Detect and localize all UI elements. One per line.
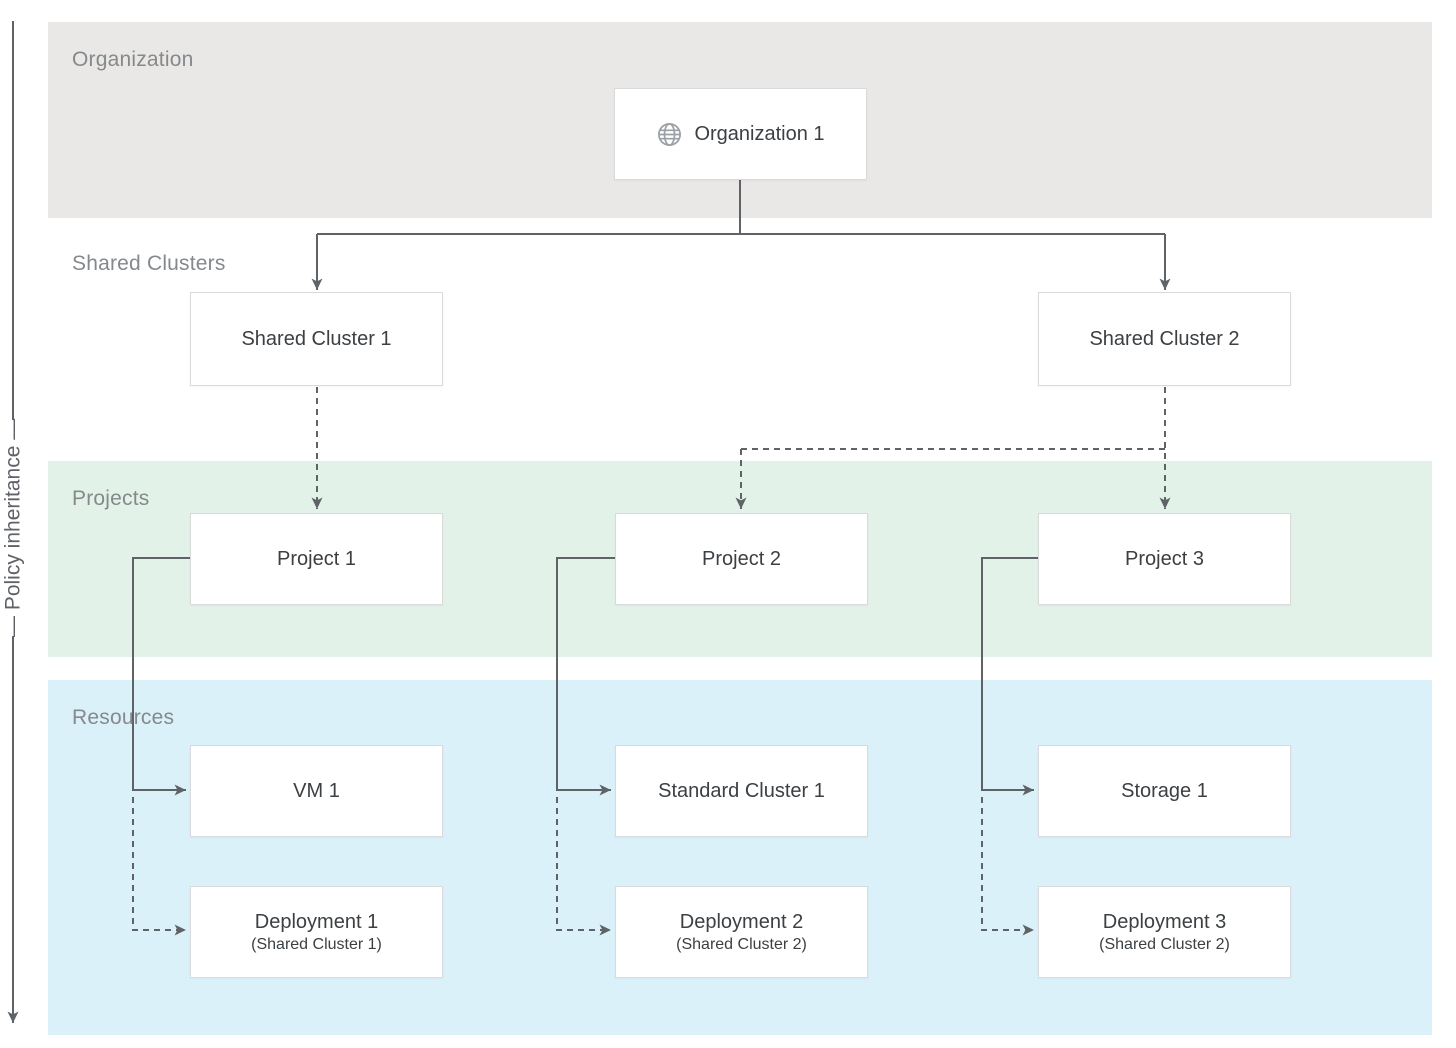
node-label: Deployment 2: [679, 911, 804, 933]
node-label: Deployment 3: [1102, 911, 1227, 933]
node-deployment-2: Deployment 2 (Shared Cluster 2): [615, 886, 868, 978]
node-label: Shared Cluster 2: [1089, 328, 1240, 350]
node-label: Project 3: [1125, 548, 1204, 570]
node-label: Organization 1: [694, 123, 825, 145]
node-vm-1: VM 1: [190, 745, 443, 837]
zone-resources-band: [48, 680, 1432, 1035]
node-label: Deployment 1: [254, 911, 379, 933]
node-shared-cluster-1: Shared Cluster 1: [190, 292, 443, 386]
node-project-2: Project 2: [615, 513, 868, 605]
policy-inheritance-label: — Policy inheritance —: [1, 418, 25, 638]
node-organization-1: Organization 1: [614, 88, 867, 180]
node-shared-cluster-2: Shared Cluster 2: [1038, 292, 1291, 386]
node-standard-cluster-1: Standard Cluster 1: [615, 745, 868, 837]
node-label: Standard Cluster 1: [658, 780, 825, 802]
node-sublabel: (Shared Cluster 1): [251, 936, 382, 953]
node-storage-1: Storage 1: [1038, 745, 1291, 837]
globe-icon: [656, 121, 683, 148]
node-label: VM 1: [293, 780, 340, 802]
node-project-3: Project 3: [1038, 513, 1291, 605]
node-label: Storage 1: [1121, 780, 1208, 802]
zone-label-organization: Organization: [72, 48, 194, 71]
zone-label-shared-clusters: Shared Clusters: [72, 252, 226, 275]
node-sublabel: (Shared Cluster 2): [676, 936, 807, 953]
zone-label-resources: Resources: [72, 706, 175, 729]
node-label: Project 1: [277, 548, 356, 570]
node-sublabel: (Shared Cluster 2): [1099, 936, 1230, 953]
node-deployment-3: Deployment 3 (Shared Cluster 2): [1038, 886, 1291, 978]
node-deployment-1: Deployment 1 (Shared Cluster 1): [190, 886, 443, 978]
node-label: Shared Cluster 1: [241, 328, 392, 350]
zone-label-projects: Projects: [72, 487, 150, 510]
node-label: Project 2: [702, 548, 781, 570]
node-project-1: Project 1: [190, 513, 443, 605]
